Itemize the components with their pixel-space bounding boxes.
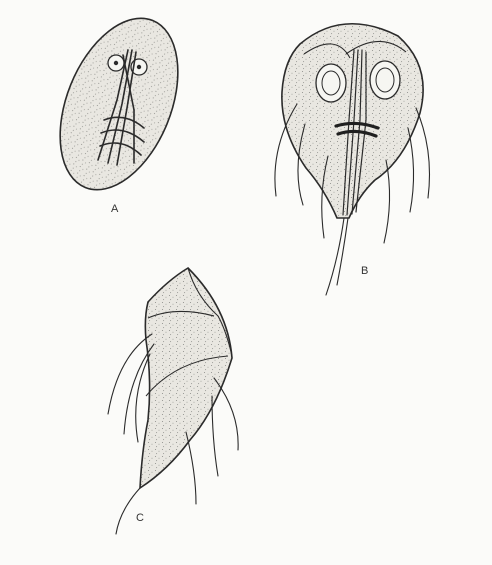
lateral-body [140, 268, 232, 488]
label-c: C [136, 512, 144, 524]
cyst-wall [37, 1, 201, 207]
label-b: B [361, 265, 368, 277]
nucleus-left [316, 64, 346, 102]
cyst-a [37, 1, 201, 207]
label-a: A [111, 203, 118, 215]
trophozoite-b [275, 24, 430, 295]
nucleus-right [370, 61, 400, 99]
trophozoite-body [282, 24, 423, 218]
trophozoite-c [108, 268, 238, 534]
